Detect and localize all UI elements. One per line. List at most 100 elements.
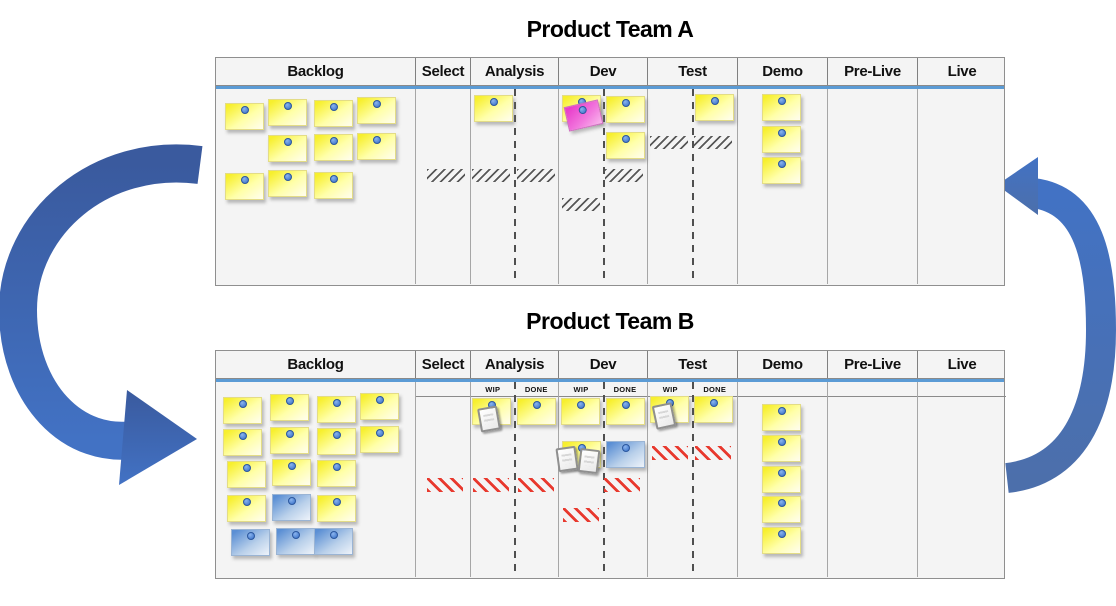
column-header-select: Select bbox=[416, 351, 471, 378]
wip-done-dashed-divider bbox=[603, 89, 605, 284]
column-header-demo: Demo bbox=[738, 58, 828, 85]
sticky-note-yellow[interactable] bbox=[474, 95, 513, 122]
column-header-live: Live bbox=[947, 63, 977, 80]
sticky-note-yellow[interactable] bbox=[762, 496, 801, 523]
note-pin-icon bbox=[283, 102, 292, 110]
note-pin-icon bbox=[329, 175, 338, 183]
note-pin-icon bbox=[532, 401, 541, 409]
sticky-note-yellow[interactable] bbox=[561, 398, 600, 425]
sticky-note-yellow[interactable] bbox=[223, 429, 262, 456]
column-header-analysis: Analysis bbox=[471, 58, 559, 85]
kanban-slot-marker bbox=[427, 478, 463, 492]
sticky-note-yellow[interactable] bbox=[225, 103, 264, 130]
sticky-note-yellow[interactable] bbox=[317, 428, 356, 455]
sticky-note-yellow[interactable] bbox=[694, 396, 733, 423]
sticky-note-yellow[interactable] bbox=[225, 173, 264, 200]
column-divider-line bbox=[647, 382, 648, 577]
sticky-note-yellow[interactable] bbox=[317, 460, 356, 487]
note-pin-icon bbox=[777, 160, 786, 168]
note-pin-icon bbox=[777, 499, 786, 507]
column-divider-line bbox=[558, 382, 559, 577]
column-header-demo: Demo bbox=[738, 351, 828, 378]
kanban-slot-marker bbox=[650, 136, 688, 149]
sticky-note-yellow[interactable] bbox=[762, 157, 801, 184]
sticky-note-yellow[interactable] bbox=[270, 427, 309, 454]
sticky-note-yellow[interactable] bbox=[227, 461, 266, 488]
kanban-slot-marker bbox=[427, 169, 465, 182]
sticky-note-yellow[interactable] bbox=[606, 398, 645, 425]
cycle-arrow-a-to-b-icon bbox=[0, 144, 203, 485]
column-header-backlog: Backlog bbox=[216, 58, 416, 85]
note-pin-icon bbox=[621, 444, 630, 452]
sticky-note-yellow[interactable] bbox=[227, 495, 266, 522]
subheader-cell-live bbox=[918, 382, 1006, 396]
column-header-dev: Dev bbox=[559, 351, 648, 378]
sticky-note-yellow[interactable] bbox=[314, 172, 353, 199]
note-pin-icon bbox=[621, 135, 630, 143]
sticky-note-yellow[interactable] bbox=[272, 459, 311, 486]
sticky-note-blue[interactable] bbox=[276, 528, 315, 555]
sticky-note-yellow[interactable] bbox=[360, 426, 399, 453]
note-pin-icon bbox=[710, 97, 719, 105]
avatar-card-token[interactable] bbox=[555, 445, 579, 473]
column-header-pre-live: Pre-Live bbox=[828, 351, 918, 378]
note-pin-icon bbox=[240, 106, 249, 114]
header-accent-line bbox=[216, 85, 1004, 89]
sticky-note-yellow[interactable] bbox=[606, 132, 645, 159]
note-pin-icon bbox=[577, 105, 588, 115]
column-divider-line bbox=[415, 382, 416, 577]
sticky-note-yellow[interactable] bbox=[223, 397, 262, 424]
sticky-note-blue[interactable] bbox=[606, 441, 645, 468]
note-pin-icon bbox=[621, 401, 630, 409]
note-pin-icon bbox=[283, 173, 292, 181]
sticky-note-yellow[interactable] bbox=[762, 94, 801, 121]
note-pin-icon bbox=[489, 98, 498, 106]
subheader-wip-label: WIP bbox=[573, 384, 589, 394]
note-pin-icon bbox=[242, 464, 251, 472]
sticky-note-yellow[interactable] bbox=[762, 404, 801, 431]
sticky-note-yellow[interactable] bbox=[762, 435, 801, 462]
avatar-card-token[interactable] bbox=[577, 447, 601, 475]
subheader-cell-pre-live bbox=[828, 382, 918, 396]
sticky-note-yellow[interactable] bbox=[357, 97, 396, 124]
avatar-card-token[interactable] bbox=[477, 405, 501, 433]
sticky-note-blue[interactable] bbox=[314, 528, 353, 555]
sticky-note-yellow[interactable] bbox=[762, 126, 801, 153]
sticky-note-yellow[interactable] bbox=[695, 94, 734, 121]
sticky-note-yellow[interactable] bbox=[268, 135, 307, 162]
board-title-team-b: Product Team B bbox=[526, 308, 694, 334]
column-divider-line bbox=[558, 89, 559, 284]
sticky-note-yellow[interactable] bbox=[762, 466, 801, 493]
sticky-note-yellow[interactable] bbox=[360, 393, 399, 420]
wip-done-dashed-divider bbox=[692, 89, 694, 284]
sticky-note-yellow[interactable] bbox=[314, 100, 353, 127]
sticky-note-blue[interactable] bbox=[272, 494, 311, 521]
sticky-note-yellow[interactable] bbox=[517, 398, 556, 425]
board-title-team-a: Product Team A bbox=[526, 16, 694, 42]
sticky-note-blue[interactable] bbox=[231, 529, 270, 556]
note-pin-icon bbox=[621, 99, 630, 107]
subheader-wip-label: WIP bbox=[485, 384, 501, 394]
sticky-note-yellow[interactable] bbox=[606, 96, 645, 123]
kanban-slot-marker bbox=[563, 508, 599, 522]
column-divider-line bbox=[737, 89, 738, 284]
sticky-note-yellow[interactable] bbox=[270, 394, 309, 421]
sticky-note-yellow[interactable] bbox=[762, 527, 801, 554]
note-pin-icon bbox=[287, 497, 296, 505]
wip-done-dashed-divider bbox=[514, 382, 516, 577]
sticky-note-yellow[interactable] bbox=[268, 99, 307, 126]
sticky-note-yellow[interactable] bbox=[317, 396, 356, 423]
note-pin-icon bbox=[375, 429, 384, 437]
kanban-slot-marker bbox=[473, 478, 509, 492]
note-pin-icon bbox=[777, 438, 786, 446]
sticky-note-yellow[interactable] bbox=[268, 170, 307, 197]
sticky-note-yellow[interactable] bbox=[317, 495, 356, 522]
note-pin-icon bbox=[329, 103, 338, 111]
note-pin-icon bbox=[242, 498, 251, 506]
kanban-slot-marker bbox=[517, 169, 555, 182]
note-pin-icon bbox=[291, 531, 300, 539]
sticky-note-yellow[interactable] bbox=[357, 133, 396, 160]
column-header-live: Live bbox=[947, 356, 977, 373]
subheader-done-label: DONE bbox=[703, 384, 727, 394]
sticky-note-yellow[interactable] bbox=[314, 134, 353, 161]
